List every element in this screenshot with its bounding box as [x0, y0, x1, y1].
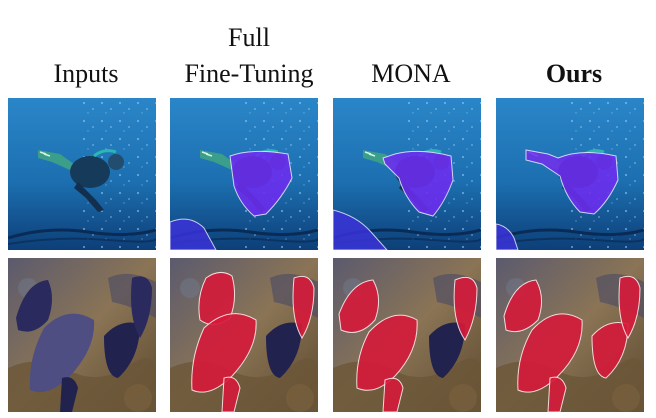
image-tile-ours-fish [496, 258, 644, 412]
column-header-mona: MONA [331, 0, 491, 92]
image-tile-inputs-diver [8, 98, 156, 250]
image-tile-full-fine-tuning-fish [170, 258, 318, 412]
image-tile-mona-diver [333, 98, 481, 250]
image-tile-full-fine-tuning-diver [170, 98, 318, 250]
column-header-inputs: Inputs [6, 0, 166, 92]
column-header-ours: Ours [494, 0, 654, 92]
column-header-line1: Full [228, 23, 270, 52]
column-header-line2: MONA [371, 59, 451, 88]
image-tile-ours-diver [496, 98, 644, 250]
image-tile-inputs-fish [8, 258, 156, 412]
column-header-line2: Fine-Tuning [184, 59, 314, 88]
image-tile-mona-fish [333, 258, 481, 412]
column-header-line2: Inputs [53, 59, 119, 88]
column-header-line2: Ours [545, 59, 603, 88]
column-header-full-fine-tuning: Full Fine-Tuning [169, 0, 329, 92]
